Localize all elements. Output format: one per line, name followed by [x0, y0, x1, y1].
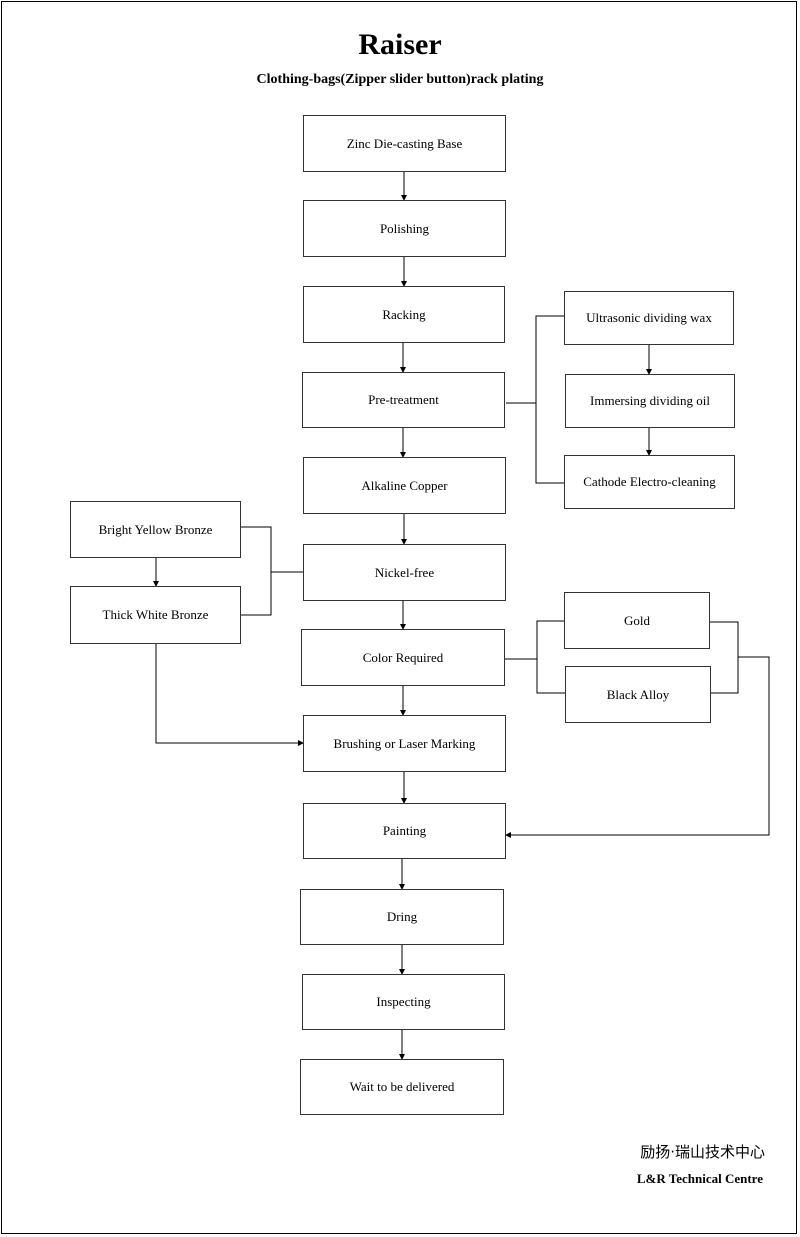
page-title: Raiser [358, 28, 442, 61]
substep-immersing-oil: Immersing dividing oil [565, 374, 735, 428]
arrow-color-painting [505, 656, 770, 838]
company-name-chinese: 励扬·瑞山技术中心 [640, 1143, 765, 1161]
bracket-color-right [710, 621, 739, 694]
step-brushing-laser: Brushing or Laser Marking [303, 715, 506, 772]
arrow-white-brushing [155, 643, 304, 746]
bracket-bronze [240, 526, 272, 616]
step-inspecting: Inspecting [302, 974, 505, 1030]
step-nickel-free: Nickel-free [303, 544, 506, 601]
substep-ultrasonic-wax: Ultrasonic dividing wax [564, 291, 734, 345]
step-painting: Painting [303, 803, 506, 859]
option-black-alloy: Black Alloy [565, 666, 711, 723]
step-delivery: Wait to be delivered [300, 1059, 504, 1115]
step-racking: Racking [303, 286, 505, 343]
option-thick-white-bronze: Thick White Bronze [70, 586, 241, 644]
bracket-color-left [536, 620, 565, 694]
substep-cathode-cleaning: Cathode Electro-cleaning [564, 455, 735, 509]
company-name-english: L&R Technical Centre [636, 1171, 763, 1186]
step-pretreatment: Pre-treatment [302, 372, 505, 428]
step-alkaline-copper: Alkaline Copper [303, 457, 506, 514]
step-polishing: Polishing [303, 200, 506, 257]
step-drying: Dring [300, 889, 504, 945]
bracket-pretreatment [535, 315, 564, 484]
step-zinc-base: Zinc Die-casting Base [303, 115, 506, 172]
option-bright-yellow-bronze: Bright Yellow Bronze [70, 501, 241, 558]
step-color-required: Color Required [301, 629, 505, 686]
page-subtitle: Clothing-bags(Zipper slider button)rack … [256, 72, 544, 87]
option-gold: Gold [564, 592, 710, 649]
